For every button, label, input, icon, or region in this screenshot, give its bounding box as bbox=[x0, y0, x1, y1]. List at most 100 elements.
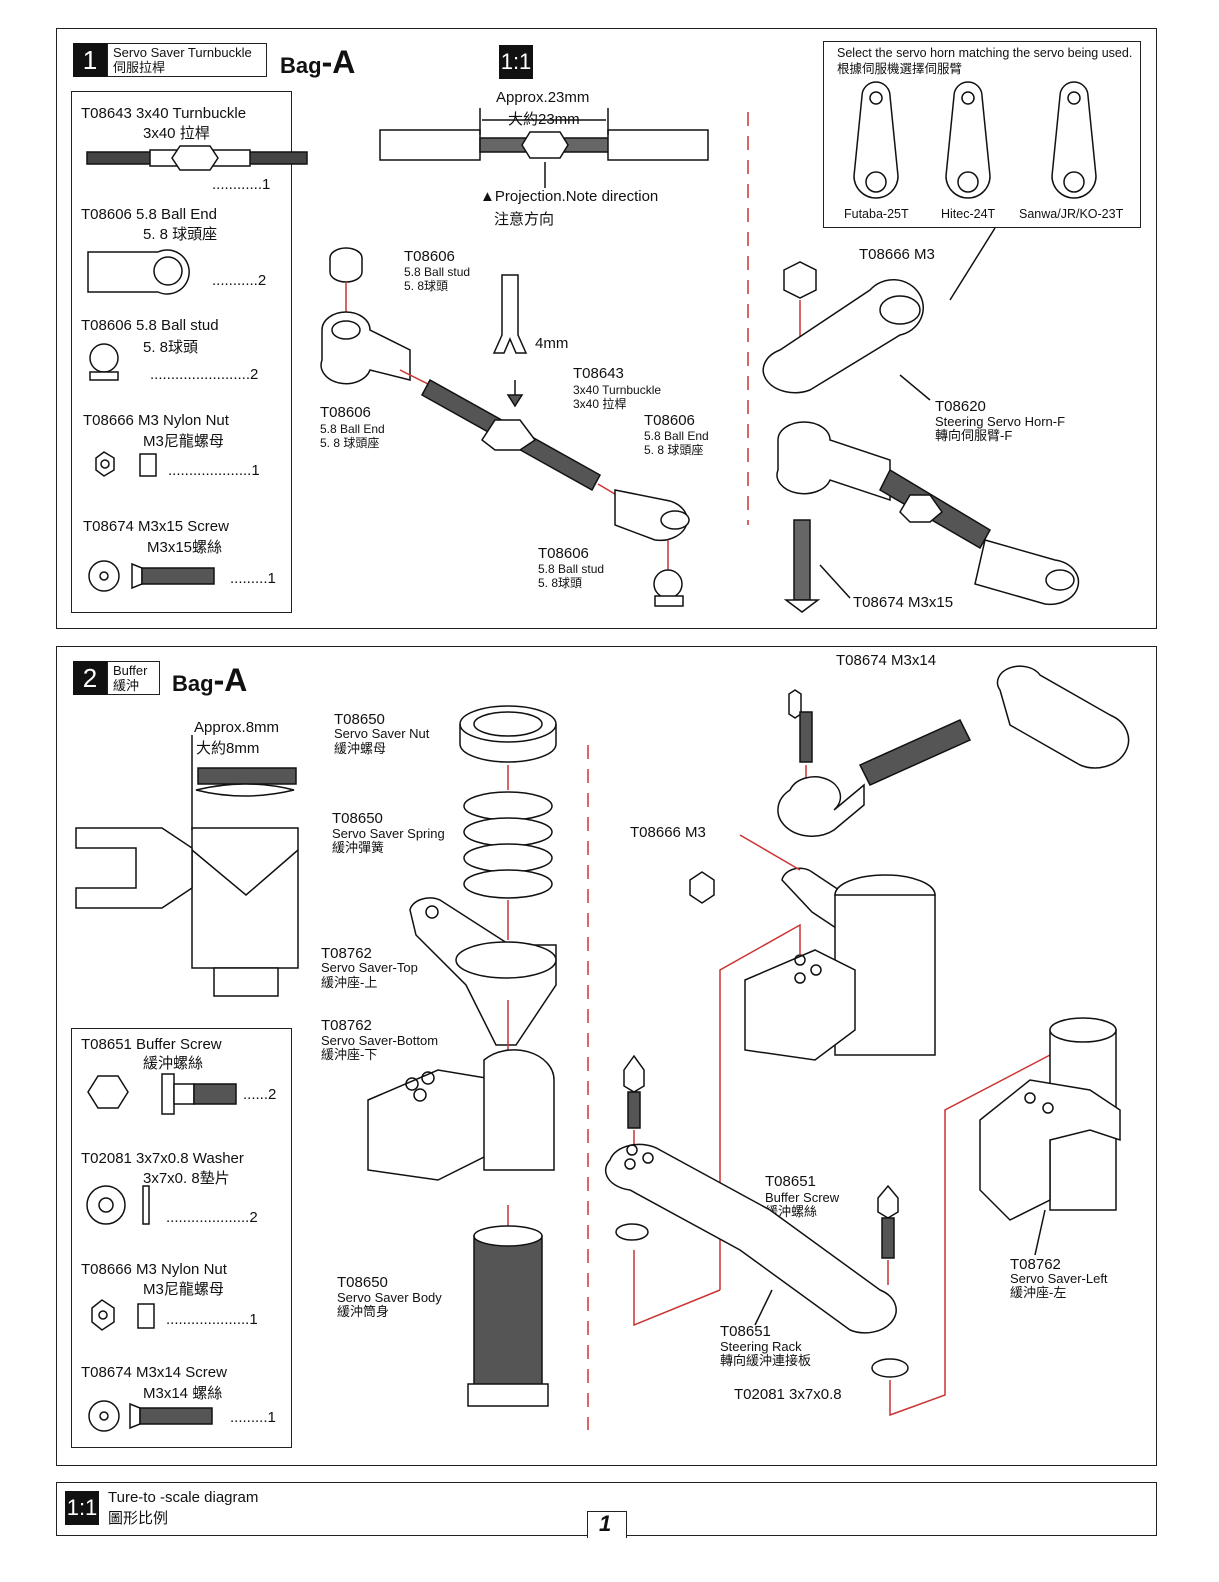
callout-code: T08650 bbox=[334, 711, 385, 728]
nylon-nut-icon bbox=[95, 451, 157, 477]
step2-title: Buffer 緩沖 bbox=[107, 661, 160, 695]
footer-note: Ture-to -scale diagram bbox=[108, 1489, 259, 1506]
part-qty: ....................1 bbox=[168, 462, 260, 479]
callout-rack-zh: 轉向緩沖連接板 bbox=[720, 1353, 812, 1368]
callout-en: Servo Saver Nut bbox=[334, 726, 430, 741]
step2-title-zh: 緩沖 bbox=[113, 678, 140, 693]
part-qty: ....................1 bbox=[166, 1311, 258, 1328]
callout-buffer-en: Buffer Screw bbox=[765, 1190, 840, 1205]
callout-code: T08643 bbox=[573, 365, 624, 382]
callout-en: Servo Saver-Top bbox=[321, 960, 418, 975]
callout-code: T08606 bbox=[320, 404, 371, 421]
part-qty: ......2 bbox=[243, 1086, 277, 1103]
callout-rack-en: Steering Rack bbox=[720, 1339, 802, 1354]
footer-scale-badge: 1:1 bbox=[65, 1491, 99, 1525]
part-label: T08651 Buffer Screw bbox=[81, 1036, 222, 1053]
callout-code: T08606 bbox=[644, 412, 695, 429]
step2-title-en: Buffer bbox=[113, 663, 148, 678]
servo-horn-sanwa-icon bbox=[1051, 81, 1097, 199]
part-qty: ...........2 bbox=[212, 272, 267, 289]
projection-note: ▲Projection.Note direction bbox=[480, 188, 659, 205]
callout-zh: 緩沖螺母 bbox=[334, 741, 387, 756]
step2-parts-box bbox=[71, 1028, 292, 1448]
callout-zh: 5. 8球頭 bbox=[538, 576, 583, 590]
steering-rack-drawing bbox=[604, 1054, 1051, 1417]
callout-zh: 緩沖座-下 bbox=[321, 1047, 378, 1062]
callout-left-en: Servo Saver-Left bbox=[1010, 1271, 1108, 1286]
step1-title-en: Servo Saver Turnbuckle bbox=[113, 45, 252, 60]
part-qty: ............1 bbox=[212, 176, 271, 193]
callout-en: 5.8 Ball End bbox=[320, 422, 385, 436]
horn-label-hitec: Hitec-24T bbox=[941, 207, 996, 221]
part-label-zh: 5. 8球頭 bbox=[143, 339, 199, 356]
servo-horn-box bbox=[823, 41, 1141, 228]
callout-left-zh: 緩沖座-左 bbox=[1010, 1285, 1067, 1300]
callout-horn-code: T08620 bbox=[935, 398, 986, 415]
buffer-exploded-drawing bbox=[367, 705, 557, 1407]
callout-zh: 緩沖筒身 bbox=[337, 1304, 390, 1319]
callout-zh: 緩沖座-上 bbox=[321, 975, 378, 990]
callout-code: T08650 bbox=[332, 810, 383, 827]
callout-washer: T02081 3x7x0.8 bbox=[734, 1386, 842, 1403]
part-qty: ....................2 bbox=[166, 1209, 258, 1226]
step1-title: Servo Saver Turnbuckle 伺服拉桿 bbox=[107, 43, 267, 77]
callout-zh: 5. 8 球頭座 bbox=[644, 443, 704, 457]
callout-code: T08650 bbox=[337, 1274, 388, 1291]
part-label: T08666 M3 Nylon Nut bbox=[83, 412, 229, 429]
callout-code: T08762 bbox=[321, 945, 372, 962]
step1-title-zh: 伺服拉桿 bbox=[113, 60, 166, 75]
callout-code: T08762 bbox=[321, 1017, 372, 1034]
part-label-zh: 緩沖螺絲 bbox=[143, 1055, 204, 1072]
ball-stud-icon bbox=[89, 343, 119, 381]
callout-nut-m3: T08666 M3 bbox=[630, 824, 706, 841]
callout-zh: 5. 8 球頭座 bbox=[320, 436, 380, 450]
servo-horn-futaba-icon bbox=[853, 81, 899, 199]
servo-horn-hitec-icon bbox=[945, 81, 991, 199]
part-label-zh: M3尼龍螺母 bbox=[143, 433, 224, 450]
callout-nut: T08666 M3 bbox=[859, 246, 935, 263]
wrench-icon bbox=[492, 274, 528, 408]
step1-scale-badge: 1:1 bbox=[499, 45, 533, 79]
ball-end-icon bbox=[87, 249, 190, 295]
callout-zh: 緩沖彈簧 bbox=[332, 840, 385, 855]
callout-en: 3x40 Turnbuckle bbox=[573, 383, 662, 397]
callout-en: 5.8 Ball stud bbox=[538, 562, 605, 576]
callout-en: Servo Saver Body bbox=[337, 1290, 442, 1305]
callout-zh: 5. 8球頭 bbox=[404, 279, 449, 293]
callout-buffer-code: T08651 bbox=[765, 1173, 816, 1190]
washer-icon bbox=[86, 1185, 150, 1225]
turnbuckle-assembly-drawing bbox=[379, 108, 709, 188]
page-number-box bbox=[587, 1511, 627, 1538]
servo-saver-left-drawing bbox=[979, 1017, 1121, 1256]
horn-label-futaba: Futaba-25T bbox=[844, 207, 909, 221]
part-label-zh: 3x7x0. 8墊片 bbox=[143, 1170, 230, 1187]
callout-en: Servo Saver Spring bbox=[332, 826, 445, 841]
step2-number: 2 bbox=[73, 661, 107, 695]
part-qty: .........1 bbox=[230, 570, 276, 587]
horn-note-zh: 根據伺服機選擇伺服臂 bbox=[837, 62, 963, 76]
callout-zh: 3x40 拉桿 bbox=[573, 397, 627, 411]
part-label-zh: 5. 8 球頭座 bbox=[143, 226, 218, 243]
screw-icon bbox=[88, 1400, 213, 1432]
callout-horn-zh: 轉向伺服臂-F bbox=[935, 428, 1013, 443]
page-number: 1 bbox=[599, 1511, 612, 1536]
ball-end-exploded bbox=[320, 247, 690, 607]
buffer-screw-icon bbox=[87, 1073, 237, 1115]
part-label-zh: M3x14 螺絲 bbox=[143, 1385, 223, 1402]
part-label: T08666 M3 Nylon Nut bbox=[81, 1261, 227, 1278]
step1-number: 1 bbox=[73, 43, 107, 77]
part-label: T08674 M3x15 Screw bbox=[83, 518, 229, 535]
part-label: T08643 3x40 Turnbuckle bbox=[81, 105, 247, 122]
tool-size-label: 4mm bbox=[535, 335, 569, 352]
footer-note-zh: 圖形比例 bbox=[108, 1510, 169, 1527]
projection-note-zh: 注意方向 bbox=[494, 211, 555, 228]
turnbuckle-icon bbox=[86, 145, 308, 171]
part-label-zh: M3x15螺絲 bbox=[147, 539, 223, 556]
callout-en: 5.8 Ball stud bbox=[404, 265, 471, 279]
step1-bag: Bag-A bbox=[280, 44, 356, 80]
screw-icon bbox=[88, 560, 215, 592]
step1-parts-box bbox=[71, 91, 292, 613]
callout-rack-code: T08651 bbox=[720, 1323, 771, 1340]
servo-horn-assembly-drawing bbox=[762, 261, 1080, 613]
